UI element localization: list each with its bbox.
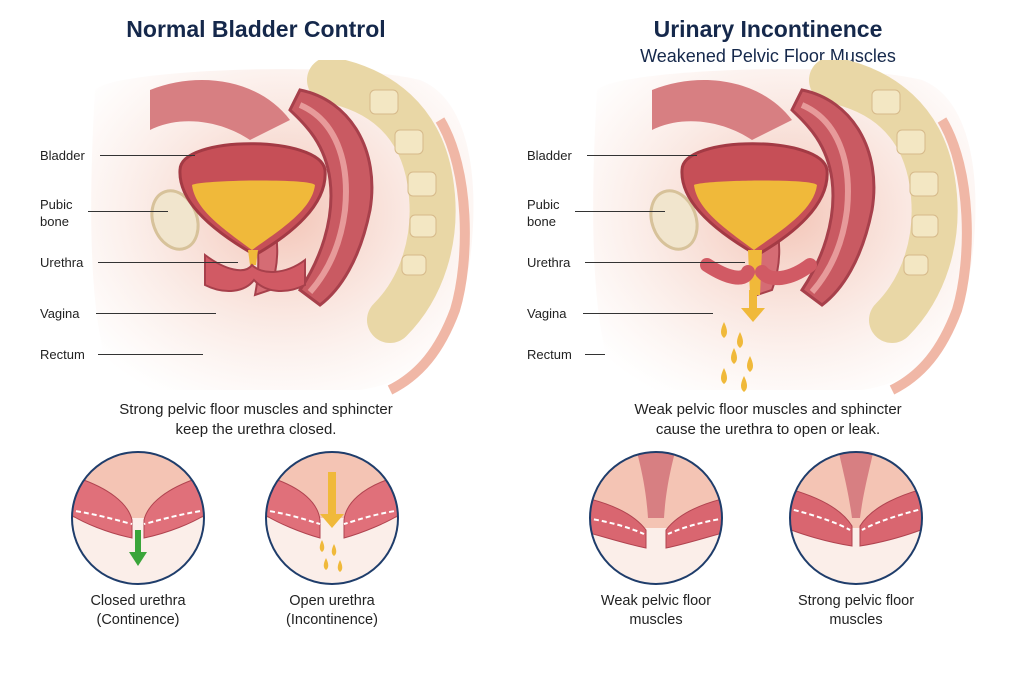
pubic-bone-shape-right <box>649 189 699 251</box>
right-caption-line2: cause the urethra to open or leak. <box>655 421 881 438</box>
left-panel-normal: Normal Bladder Control <box>40 16 474 628</box>
circle4-caption-line2: muscles <box>829 612 883 628</box>
leader-urethra <box>98 262 238 263</box>
left-caption-line2: keep the urethra closed. <box>175 421 337 438</box>
bladder-shape <box>178 142 327 265</box>
label-pubic-bone-right: Pubic bone <box>527 197 560 229</box>
leader-urethra-right <box>585 262 745 263</box>
circle2-caption-line1: Open urethra <box>289 593 375 609</box>
leader-bladder-right <box>587 155 697 156</box>
spine-sacrum <box>307 60 456 343</box>
weak-urethra-muscles <box>700 258 817 286</box>
leader-rectum-right <box>585 354 605 355</box>
circle3-caption-line1: Weak pelvic floor <box>600 593 712 609</box>
normal-anatomy-illustration <box>91 60 474 395</box>
circle1-caption-line1: Closed urethra <box>90 593 186 609</box>
leader-vagina <box>96 313 216 314</box>
spine-sacrum-right <box>809 60 958 343</box>
label-urethra-right: Urethra <box>527 255 571 270</box>
circle3-caption-line2: muscles <box>629 612 683 628</box>
rectum-shape <box>288 88 374 307</box>
left-caption-line1: Strong pelvic floor muscles and sphincte… <box>119 401 393 418</box>
urine-drops <box>319 540 343 572</box>
leader-pubic-bone <box>88 211 168 212</box>
yellow-arrow-icon <box>320 472 344 528</box>
leak-drops <box>721 322 753 392</box>
circle-strong-muscles <box>789 451 923 585</box>
circle2-caption-line2: (Incontinence) <box>286 612 378 628</box>
label-rectum: Rectum <box>40 347 85 362</box>
right-caption-line1: Weak pelvic floor muscles and sphincter <box>634 401 902 418</box>
label-rectum-right: Rectum <box>527 347 572 362</box>
leader-rectum <box>98 354 203 355</box>
circle1-caption-line2: (Continence) <box>96 612 180 628</box>
circle-closed-urethra <box>71 451 205 585</box>
circle4-caption-line1: Strong pelvic floor <box>797 593 915 609</box>
circle-open-urethra <box>265 451 399 585</box>
incontinence-anatomy-illustration <box>593 60 976 395</box>
leader-bladder <box>100 155 195 156</box>
label-vagina: Vagina <box>40 306 80 321</box>
urethra-muscles <box>204 253 306 292</box>
right-title: Urinary Incontinence <box>653 16 883 42</box>
label-bladder-right: Bladder <box>527 148 572 163</box>
leak-arrow-icon <box>741 290 765 322</box>
green-arrow-icon <box>129 530 147 566</box>
bladder-shape-right <box>680 142 829 295</box>
right-panel-incontinence: Urinary Incontinence Weakened Pelvic Flo… <box>512 0 1024 683</box>
circle-weak-muscles <box>589 451 723 585</box>
leader-pubic-bone-right <box>575 211 665 212</box>
label-bladder: Bladder <box>40 148 85 163</box>
label-pubic-bone: Pubic bone <box>40 197 73 229</box>
leader-vagina-right <box>583 313 713 314</box>
pubic-bone-shape <box>150 189 200 251</box>
label-vagina-right: Vagina <box>527 306 567 321</box>
rectum-shape-right <box>790 88 876 307</box>
label-urethra: Urethra <box>40 255 84 270</box>
left-title: Normal Bladder Control <box>126 16 386 42</box>
